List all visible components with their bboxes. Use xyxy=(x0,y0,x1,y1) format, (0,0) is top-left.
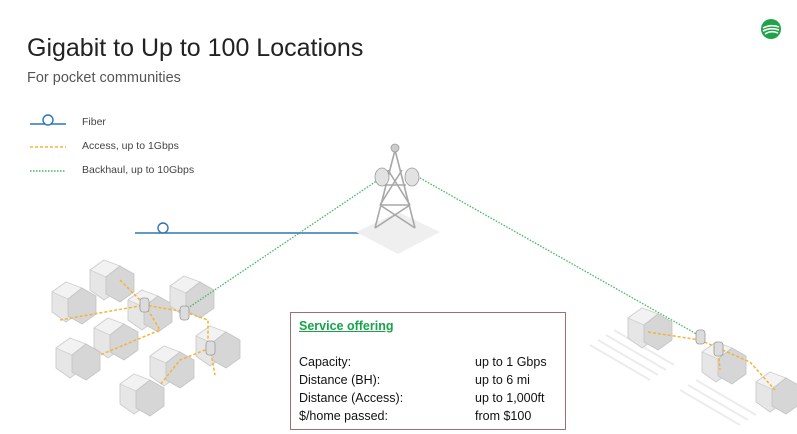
legend-backhaul-label: Backhaul, up to 10Gbps xyxy=(82,164,195,176)
house-cluster-right xyxy=(589,307,797,426)
offering-key: Distance (Access): xyxy=(299,391,404,405)
offering-key: Distance (BH): xyxy=(299,373,381,387)
radio-unit-icon xyxy=(139,297,724,357)
house-cluster-left xyxy=(51,259,241,417)
slide-title: Gigabit to Up to 100 Locations xyxy=(27,34,364,62)
legend-fiber-icon xyxy=(30,114,66,126)
offering-value: up to 1 Gbps xyxy=(475,355,547,369)
legend-access-label: Access, up to 1Gbps xyxy=(82,140,179,152)
cell-tower-icon xyxy=(356,143,440,254)
offering-value: up to 6 mi xyxy=(475,373,530,387)
backhaul-links xyxy=(181,177,701,337)
offering-key: Capacity: xyxy=(299,355,352,369)
service-offering-title: Service offering xyxy=(299,319,394,333)
company-logo-icon xyxy=(760,18,782,45)
service-offering-box: Service offering Capacity: up to 1 Gbps … xyxy=(290,312,566,430)
offering-key: $/home passed: xyxy=(299,409,388,423)
offering-value: up to 1,000ft xyxy=(475,391,545,405)
access-links-right xyxy=(647,331,776,391)
offering-value: from $100 xyxy=(475,409,532,423)
slide-subtitle: For pocket communities xyxy=(27,70,181,86)
fiber-line xyxy=(135,222,365,234)
legend-fiber-label: Fiber xyxy=(82,116,106,128)
